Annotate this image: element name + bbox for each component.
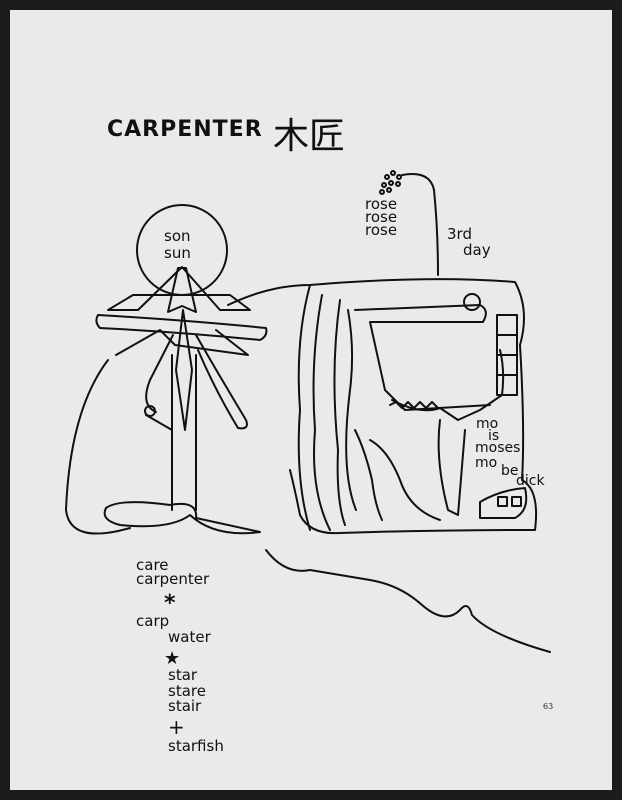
word-stair: stair [168, 697, 202, 715]
title-kanji: 木匠 [273, 116, 345, 157]
word-care: care [136, 556, 169, 574]
drawing-canvas: CARPENTER 木匠 son sun [65, 116, 553, 755]
word-starfish: starfish [168, 737, 224, 755]
mo-text-mo: mo [476, 416, 498, 432]
drawing-page: CARPENTER 木匠 son sun [10, 10, 612, 790]
title-carpenter: CARPENTER [107, 117, 263, 142]
carpenter-box [227, 278, 538, 535]
page-number: 63 [543, 702, 553, 711]
mo-text-is: is [488, 428, 499, 444]
sun-text-sun: sun [164, 244, 191, 262]
third-day-text-3rd: 3rd [447, 225, 472, 243]
sun-text-son: son [164, 227, 191, 245]
word-star: star [168, 666, 198, 684]
word-stare: stare [168, 682, 206, 700]
wave-line [265, 549, 551, 653]
rose-text-1: rose [365, 195, 397, 213]
word-asterisk: * [164, 591, 176, 616]
mo-text-be: be [501, 463, 519, 479]
third-day-text-day: day [463, 241, 491, 259]
rose-flower [379, 170, 439, 276]
word-water: water [168, 628, 212, 646]
word-plus: + [168, 715, 185, 739]
star-tree-figure [65, 266, 268, 535]
mo-text-dick: dick [516, 473, 545, 489]
rose-text-2: rose [365, 208, 397, 226]
word-list: care carpenter * carp water ★ star stare… [136, 556, 224, 755]
rose-text-3: rose [365, 221, 397, 239]
word-carp: carp [136, 612, 169, 630]
mo-text-mo-2: mo [475, 455, 497, 471]
word-star-symbol: ★ [164, 648, 180, 669]
mo-text-moses: moses [475, 440, 520, 456]
word-carpenter: carpenter [136, 570, 210, 588]
